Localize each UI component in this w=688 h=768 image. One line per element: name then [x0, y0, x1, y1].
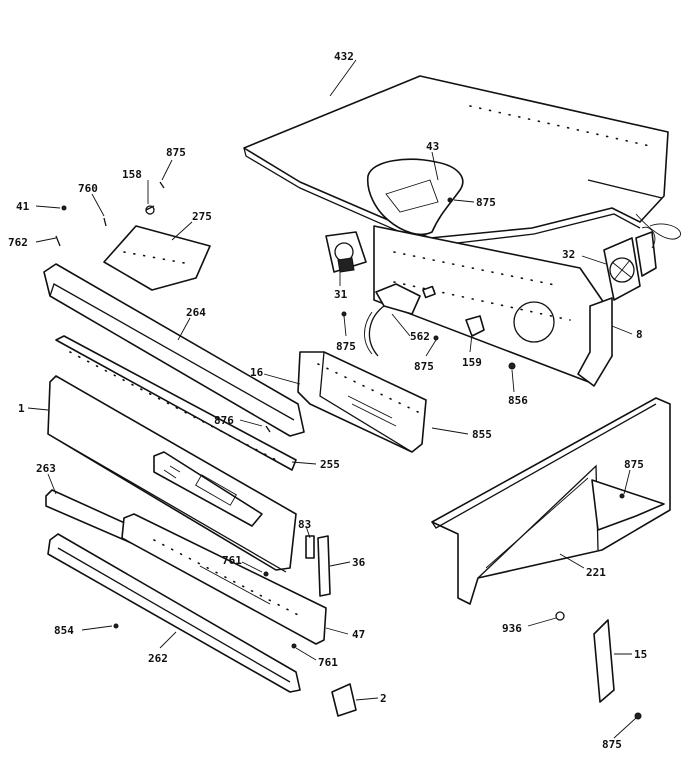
- callout-562: 562: [410, 330, 430, 343]
- callout-2: 2: [380, 692, 387, 705]
- callout-32: 32: [562, 248, 575, 261]
- callout-47: 47: [352, 628, 365, 641]
- callout-43: 43: [426, 140, 439, 153]
- shield-275: [103, 225, 211, 291]
- callout-876: 876: [214, 414, 234, 427]
- callout-855: 855: [472, 428, 492, 441]
- switch-159: [465, 315, 485, 337]
- callout-159: 159: [462, 356, 482, 369]
- control-panel-1: [47, 375, 297, 573]
- callout-221: 221: [586, 566, 606, 579]
- side-panel-221: [431, 397, 671, 605]
- callout-41: 41: [16, 200, 30, 213]
- clip-83: [305, 535, 315, 559]
- control-box-16: [297, 351, 427, 453]
- bracket-8: [577, 297, 613, 387]
- top-cover-432: [243, 75, 681, 247]
- callout-875-center: 875: [414, 360, 434, 373]
- callout-15: 15: [634, 648, 647, 661]
- component-562: [364, 283, 436, 357]
- callout-875-mid: 875: [336, 340, 356, 353]
- callout-856: 856: [508, 394, 528, 407]
- callout-432: 432: [334, 50, 354, 63]
- trim-262: [47, 533, 301, 693]
- callout-761-lower: 761: [318, 656, 338, 669]
- callout-875-top-left: 875: [166, 146, 186, 159]
- callout-83: 83: [298, 518, 311, 531]
- callout-labels: 432 43 875 875 158 760 41 762 275 32 31 …: [8, 50, 647, 751]
- motor-31: [325, 231, 367, 273]
- bezel-47: [121, 513, 327, 645]
- end-cap-2: [331, 683, 357, 717]
- trim-264: [43, 263, 305, 437]
- callout-16: 16: [250, 366, 264, 379]
- hardware-screws: [55, 181, 642, 720]
- strip-255: [55, 335, 297, 471]
- strip-36: [317, 535, 331, 597]
- callout-854: 854: [54, 624, 74, 637]
- callout-36: 36: [352, 556, 366, 569]
- callout-8: 8: [636, 328, 643, 341]
- callout-31: 31: [334, 288, 348, 301]
- callout-875-right: 875: [624, 458, 644, 471]
- callout-275: 275: [192, 210, 212, 223]
- callout-760: 760: [78, 182, 98, 195]
- callout-762: 762: [8, 236, 28, 249]
- leader-lines: [27, 59, 637, 739]
- callout-264: 264: [186, 306, 206, 319]
- insulation-43: [366, 158, 464, 236]
- callout-761-upper: 761: [222, 554, 242, 567]
- callout-263: 263: [36, 462, 56, 475]
- callout-936: 936: [502, 622, 522, 635]
- callout-255: 255: [320, 458, 340, 471]
- callout-1: 1: [18, 402, 25, 415]
- fan-32: [603, 226, 657, 301]
- callout-158: 158: [122, 168, 142, 181]
- bracket-15: [593, 619, 615, 703]
- callout-875-top-right: 875: [476, 196, 496, 209]
- callout-875-bottom: 875: [602, 738, 622, 751]
- callout-262: 262: [148, 652, 168, 665]
